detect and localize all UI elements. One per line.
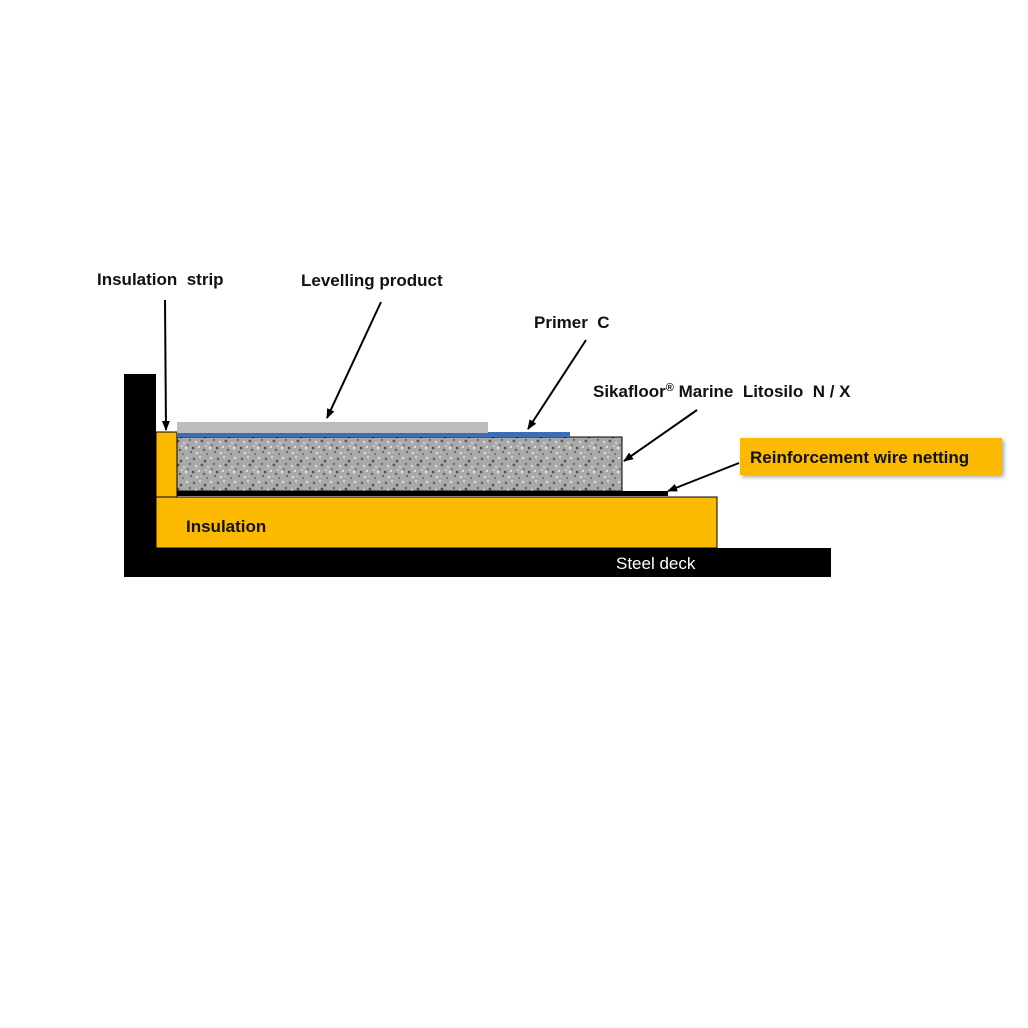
label-insulation: Insulation bbox=[186, 517, 266, 536]
arrow-primer-c bbox=[527, 339, 587, 430]
arrow-levelling-product bbox=[326, 301, 382, 419]
label-steel-deck: Steel deck bbox=[616, 554, 696, 573]
steel-wall bbox=[124, 374, 156, 577]
insulation-strip bbox=[155, 431, 178, 498]
arrow-reinforcement bbox=[667, 462, 740, 492]
insulation-layer bbox=[155, 496, 718, 549]
reinforcement-callout-box bbox=[740, 438, 1002, 475]
steel-deck bbox=[124, 548, 831, 577]
label-sikafloor: Sikafloor® Marine Litosilo N / X bbox=[593, 382, 851, 401]
reinforcement-netting bbox=[177, 491, 668, 496]
label-levelling-product: Levelling product bbox=[301, 271, 443, 290]
primer-layer bbox=[177, 432, 570, 437]
label-primer-c: Primer C bbox=[534, 313, 610, 332]
screed-layer bbox=[176, 436, 623, 492]
label-reinforcement: Reinforcement wire netting bbox=[750, 448, 969, 467]
arrow-sikafloor bbox=[623, 409, 698, 462]
label-sikafloor-rest: Marine Litosilo N / X bbox=[674, 382, 851, 401]
label-insulation-strip: Insulation strip bbox=[97, 270, 224, 289]
arrow-insulation-strip bbox=[161, 299, 170, 431]
levelling-layer bbox=[177, 422, 488, 433]
label-sikafloor-main: Sikafloor bbox=[593, 382, 666, 401]
label-sikafloor-reg: ® bbox=[666, 382, 674, 394]
